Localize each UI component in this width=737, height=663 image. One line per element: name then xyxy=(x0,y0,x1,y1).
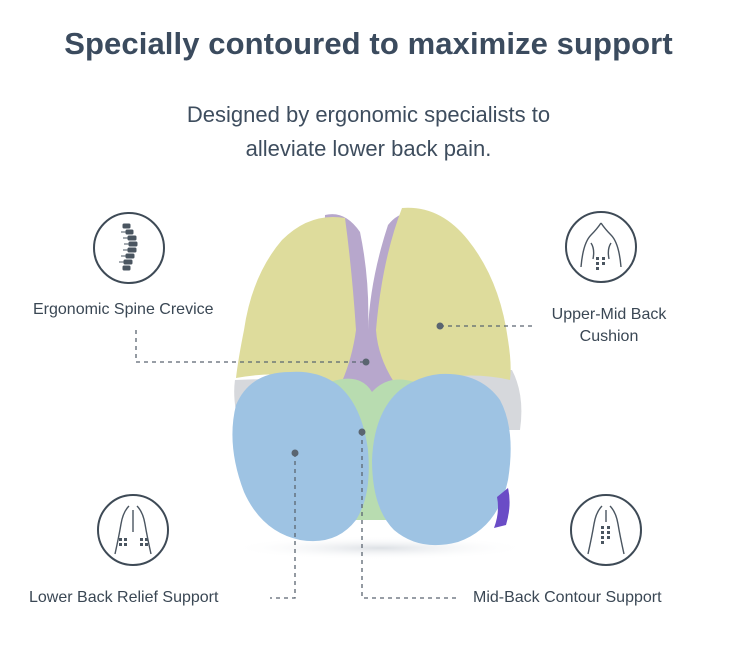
lower-back-icon xyxy=(97,494,169,566)
mid-back-icon xyxy=(570,494,642,566)
page-subtitle: Designed by ergonomic specialists to all… xyxy=(0,98,737,166)
brand-tag xyxy=(494,488,510,528)
label-mid-back: Mid-Back Contour Support xyxy=(473,589,662,606)
upper-back-icon xyxy=(565,211,637,283)
upper-left-pad xyxy=(236,216,356,386)
lower-left-pad xyxy=(232,371,369,542)
label-upper-mid-line-2: Cushion xyxy=(579,328,639,345)
page-title: Specially contoured to maximize support xyxy=(64,26,673,61)
label-upper-mid-line-1: Upper-Mid Back xyxy=(551,306,667,323)
spine-icon xyxy=(93,212,165,284)
upper-right-pad xyxy=(376,207,511,388)
label-spine-crevice: Ergonomic Spine Crevice xyxy=(33,301,214,318)
cushion-shadow xyxy=(230,536,530,560)
label-lower-back: Lower Back Relief Support xyxy=(29,589,219,606)
subtitle-line-1: Designed by ergonomic specialists to xyxy=(186,102,551,127)
subtitle-line-2: alleviate lower back pain. xyxy=(245,136,492,161)
label-upper-mid-back: Upper-Mid Back Cushion xyxy=(534,304,684,348)
lower-right-pad xyxy=(372,373,511,546)
